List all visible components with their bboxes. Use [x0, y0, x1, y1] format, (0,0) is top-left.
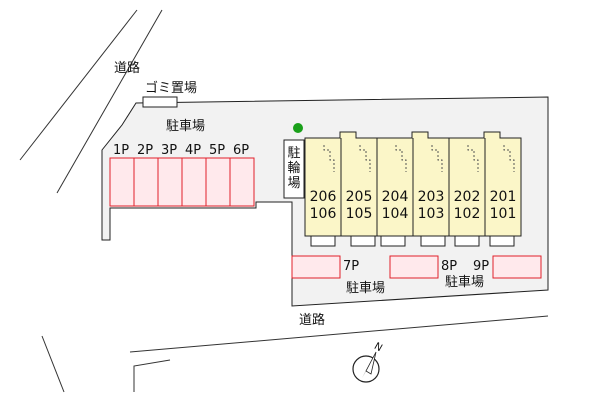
parking-right-label-right: 駐車場	[445, 275, 485, 290]
parking-right-spaces	[291, 255, 542, 279]
parking-space-4p	[181, 157, 207, 207]
parking-space-5p	[205, 157, 231, 207]
unit-upper-201: 201	[489, 189, 517, 205]
bicycle-parking-label: 駐輪場	[287, 146, 301, 191]
parking-label-2p: 2P	[137, 143, 154, 158]
parking-label-3p: 3P	[161, 143, 178, 158]
parking-label-8p: 8P	[441, 259, 458, 274]
parking-left-spaces	[109, 157, 255, 207]
parking-left-label: 駐車場	[166, 119, 206, 134]
road-edge-south-1	[129, 315, 549, 353]
parking-space-1p	[109, 157, 135, 207]
unit-upper-202: 202	[453, 189, 481, 205]
road-edge-south-2	[133, 359, 171, 392]
parking-label-6p: 6P	[233, 143, 250, 158]
road-label-north: 道路	[114, 61, 141, 76]
road-label-south: 道路	[299, 313, 326, 328]
unit-upper-205: 205	[345, 189, 373, 205]
road-edge-nw-inner	[56, 9, 163, 194]
garbage-area-label: ゴミ置場	[145, 81, 198, 96]
unit-lower-101: 101	[489, 206, 517, 222]
garbage-area-box	[142, 96, 178, 108]
parking-space-7p	[291, 255, 341, 279]
bicycle-parking-box	[283, 139, 305, 199]
parking-label-9p: 9P	[473, 259, 490, 274]
compass-icon	[352, 351, 380, 383]
parking-space-2p	[133, 157, 159, 207]
unit-upper-203: 203	[417, 189, 445, 205]
parking-space-9p	[492, 255, 542, 279]
parking-right-label-center: 駐車場	[346, 281, 386, 296]
parking-space-3p	[157, 157, 183, 207]
parking-space-6p	[229, 157, 255, 207]
unit-upper-206: 206	[309, 189, 337, 205]
road-edge-sw	[41, 335, 65, 393]
apartment-building	[304, 131, 522, 247]
road-edge-nw-outer	[19, 9, 138, 161]
unit-upper-204: 204	[381, 189, 409, 205]
parking-label-1p: 1P	[113, 143, 130, 158]
tree-icon	[293, 123, 303, 133]
unit-lower-106: 106	[309, 206, 337, 222]
parking-label-7p: 7P	[343, 259, 360, 274]
parking-label-5p: 5P	[209, 143, 226, 158]
unit-lower-102: 102	[453, 206, 481, 222]
unit-lower-103: 103	[417, 206, 445, 222]
unit-lower-104: 104	[381, 206, 409, 222]
parking-space-8p	[389, 255, 439, 279]
unit-lower-105: 105	[345, 206, 373, 222]
parking-label-4p: 4P	[185, 143, 202, 158]
